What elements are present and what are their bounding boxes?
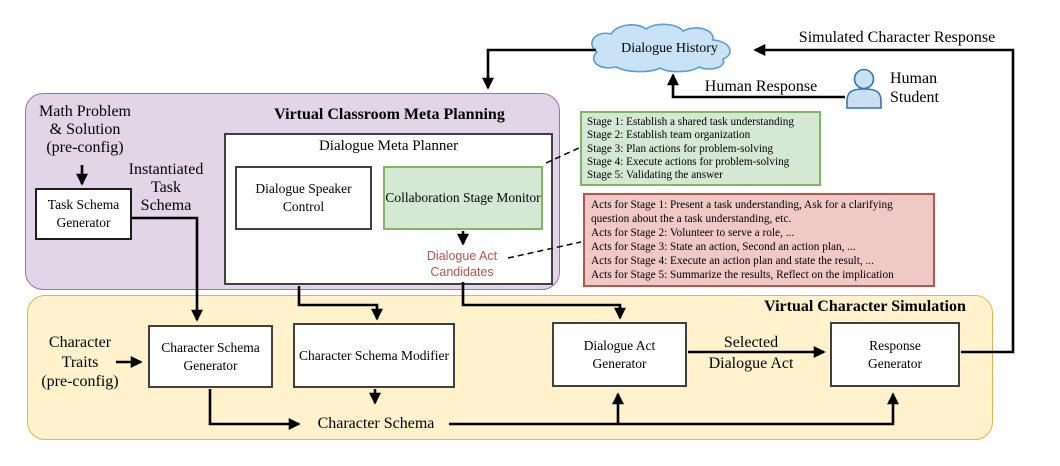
- simulated-character-response-label: Simulated Character Response: [798, 29, 996, 46]
- stage-line: Stage 2: Establish team organization: [587, 129, 751, 142]
- character-schema-modifier-box: Character Schema Modifier: [293, 323, 455, 388]
- math-problem-line: & Solution: [49, 121, 121, 138]
- human-student-label: Human Student: [890, 69, 970, 107]
- acts-line: Acts for Stage 1: Present a task underst…: [591, 199, 893, 211]
- collaboration-stages-list: Stage 1: Establish a shared task underst…: [580, 111, 821, 186]
- character-schema-generator-box: Character Schema Generator: [148, 325, 273, 388]
- human-response-label: Human Response: [704, 78, 818, 95]
- human-student-line: Human: [890, 70, 938, 87]
- meta-planning-title: Virtual Classroom Meta Planning: [274, 106, 505, 123]
- selected-label: Selected: [723, 334, 779, 351]
- traits-line: (pre-config): [41, 373, 119, 390]
- acts-line: Acts for Stage 4: Execute an action plan…: [591, 254, 874, 267]
- instantiated-task-schema-label: Instantiated Task Schema: [126, 161, 206, 215]
- selected-dialogue-act-label: Dialogue Act: [708, 355, 794, 372]
- character-traits-label: Character Traits (pre-config): [30, 333, 130, 392]
- instantiated-line: Instantiated: [128, 161, 204, 178]
- dialogue-meta-planner-title: Dialogue Meta Planner: [318, 138, 459, 154]
- stage-line: Stage 5: Validating the answer: [587, 169, 723, 182]
- traits-line: Character: [48, 334, 112, 351]
- instantiated-line: Schema: [140, 197, 192, 214]
- acts-line: Acts for Stage 5: Summarize the results,…: [591, 268, 894, 281]
- character-schema-label: Character Schema: [317, 415, 435, 432]
- response-generator-box: Response Generator: [830, 322, 960, 387]
- math-problem-label: Math Problem & Solution (pre-config): [25, 103, 145, 157]
- human-student-line: Student: [890, 89, 939, 106]
- stage-line: Stage 3: Plan actions for problem-solvin…: [587, 142, 774, 155]
- math-problem-line: (pre-config): [46, 139, 124, 156]
- human-student-icon: [846, 68, 882, 109]
- dialogue-act-generator-box: Dialogue Act Generator: [552, 322, 687, 387]
- character-simulation-title: Virtual Character Simulation: [764, 298, 966, 315]
- stage-line: Stage 4: Execute actions for problem-sol…: [587, 155, 790, 168]
- dialogue-acts-list: Acts for Stage 1: Present a task underst…: [583, 193, 935, 287]
- task-schema-generator-box: Task Schema Generator: [35, 188, 132, 240]
- dialogue-speaker-control-box: Dialogue Speaker Control: [235, 166, 372, 230]
- dialogue-act-candidates-label: Dialogue Act Candidates: [426, 249, 498, 279]
- acts-line: Acts for Stage 3: State an action, Secon…: [591, 240, 856, 253]
- instantiated-line: Task: [151, 179, 181, 196]
- stage-line: Stage 1: Establish a shared task underst…: [587, 116, 794, 128]
- collaboration-stage-monitor-box: Collaboration Stage Monitor: [383, 166, 543, 230]
- arrow-cloud-to-metaplanning: [482, 48, 596, 90]
- math-problem-line: Math Problem: [39, 103, 131, 120]
- traits-line: Traits: [61, 353, 99, 371]
- dialogue-history-label: Dialogue History: [621, 41, 718, 56]
- acts-line: question about the a task understanding,…: [591, 212, 792, 225]
- acts-line: Acts for Stage 2: Volunteer to serve a r…: [591, 226, 795, 239]
